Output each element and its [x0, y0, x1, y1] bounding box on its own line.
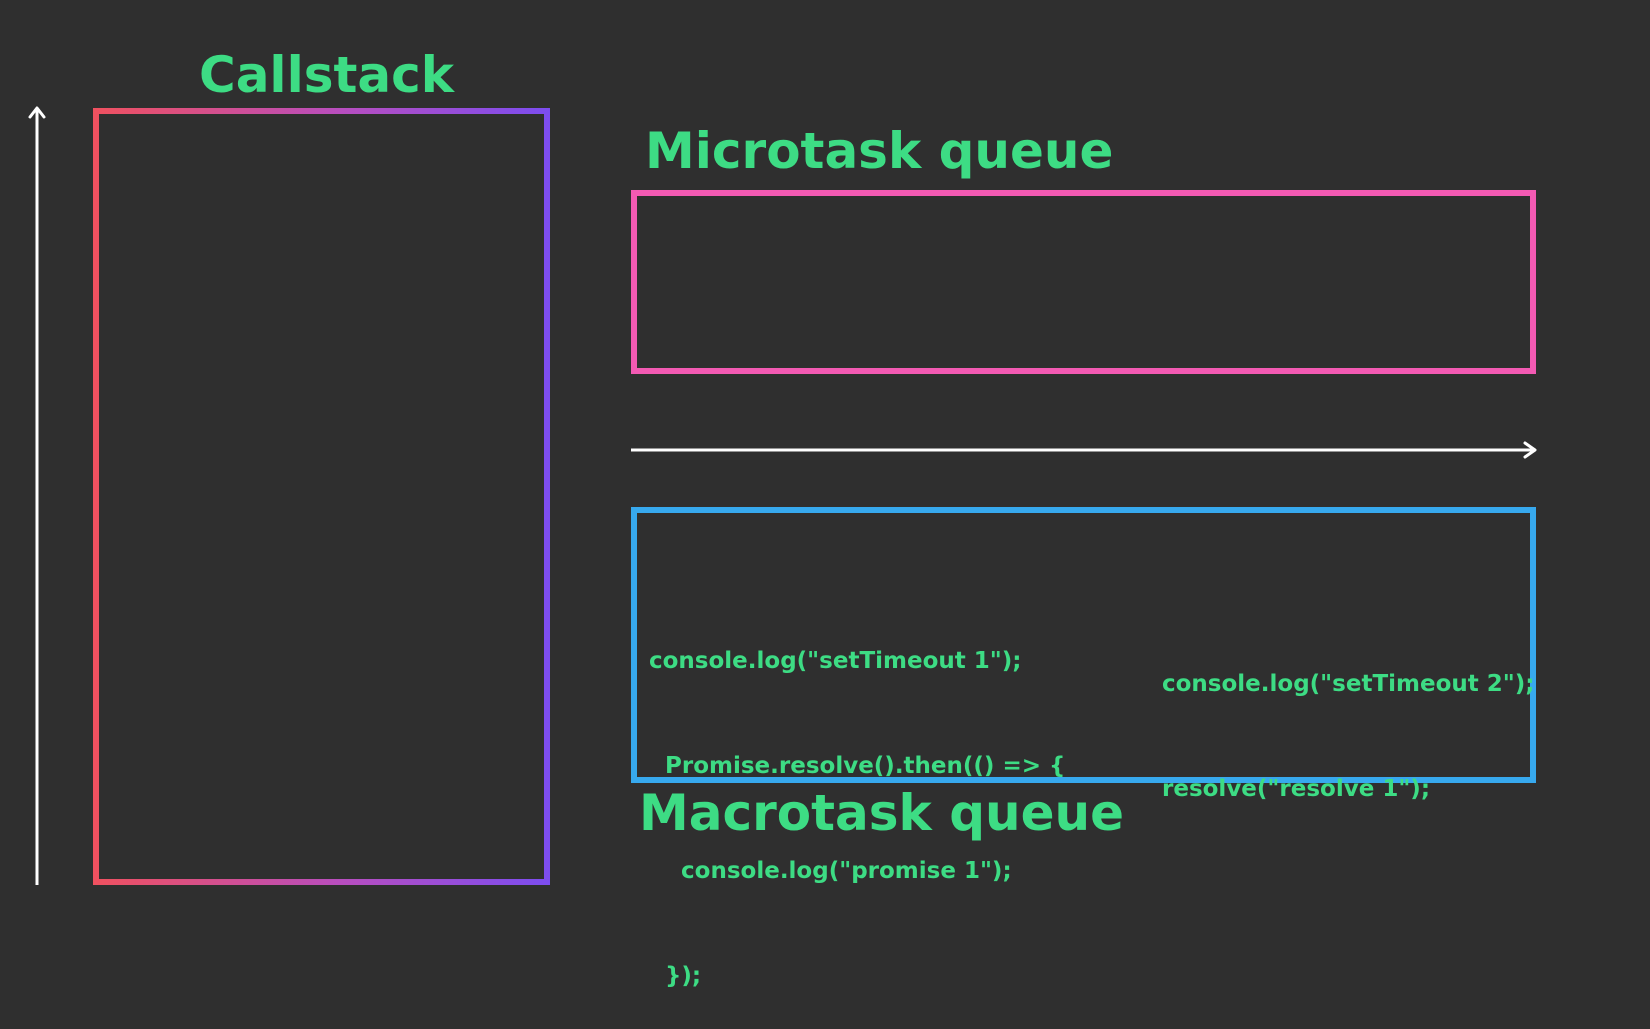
macrotask-task-2-line: resolve("resolve 1"); — [1162, 776, 1431, 802]
microtask-queue-title: Microtask queue — [645, 122, 1114, 180]
macrotask-task-1-line: console.log("promise 1"); — [649, 858, 1012, 884]
queue-right-arrow-icon — [631, 441, 1537, 459]
macrotask-task-1-line: Promise.resolve().then(() => { — [649, 753, 1066, 779]
macrotask-task-2-line: console.log("setTimeout 2"); — [1162, 671, 1535, 697]
macrotask-queue-box — [631, 507, 1536, 783]
callstack-title: Callstack — [199, 46, 455, 104]
microtask-queue-box — [631, 190, 1536, 374]
macrotask-task-2: console.log("setTimeout 2"); resolve("re… — [1162, 597, 1534, 842]
callstack-up-arrow-icon — [28, 106, 46, 885]
macrotask-task-1-line: console.log("setTimeout 1"); — [649, 648, 1022, 674]
diagram-arrows — [28, 106, 1537, 885]
macrotask-task-1-line: }); — [649, 963, 702, 989]
callstack-box — [93, 108, 550, 885]
macrotask-queue-title: Macrotask queue — [639, 784, 1125, 842]
macrotask-task-1: console.log("setTimeout 1"); Promise.res… — [649, 574, 1065, 1029]
